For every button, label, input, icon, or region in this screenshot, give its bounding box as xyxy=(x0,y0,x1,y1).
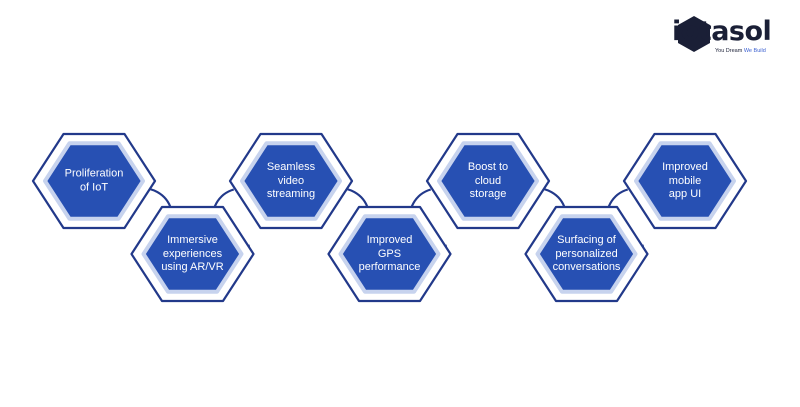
hexagon-step xyxy=(425,132,551,230)
hexagon-step xyxy=(228,132,354,230)
hexagon-step xyxy=(524,205,649,303)
hexagon-inner xyxy=(437,141,539,221)
hexagon-inner xyxy=(141,214,244,294)
logo-hexagon-icon xyxy=(678,16,710,52)
hexagon-inner xyxy=(43,141,145,221)
hexagon-step xyxy=(327,205,452,303)
hexagon-step xyxy=(31,132,157,230)
hexagon-step xyxy=(130,205,255,303)
hexagon-inner xyxy=(338,214,441,294)
brand-tagline: You Dream We Build xyxy=(715,48,766,54)
brand-name: iotasol xyxy=(672,16,772,47)
hexagon-inner xyxy=(535,214,638,294)
brand-logo: iotasol You Dream We Build xyxy=(672,14,790,58)
hexagon-inner xyxy=(634,141,736,221)
hexagon-inner xyxy=(240,141,342,221)
brand-tagline-part1: You Dream xyxy=(715,48,743,54)
hexagon-step xyxy=(622,132,748,230)
brand-tagline-part2: We Build xyxy=(743,48,766,54)
